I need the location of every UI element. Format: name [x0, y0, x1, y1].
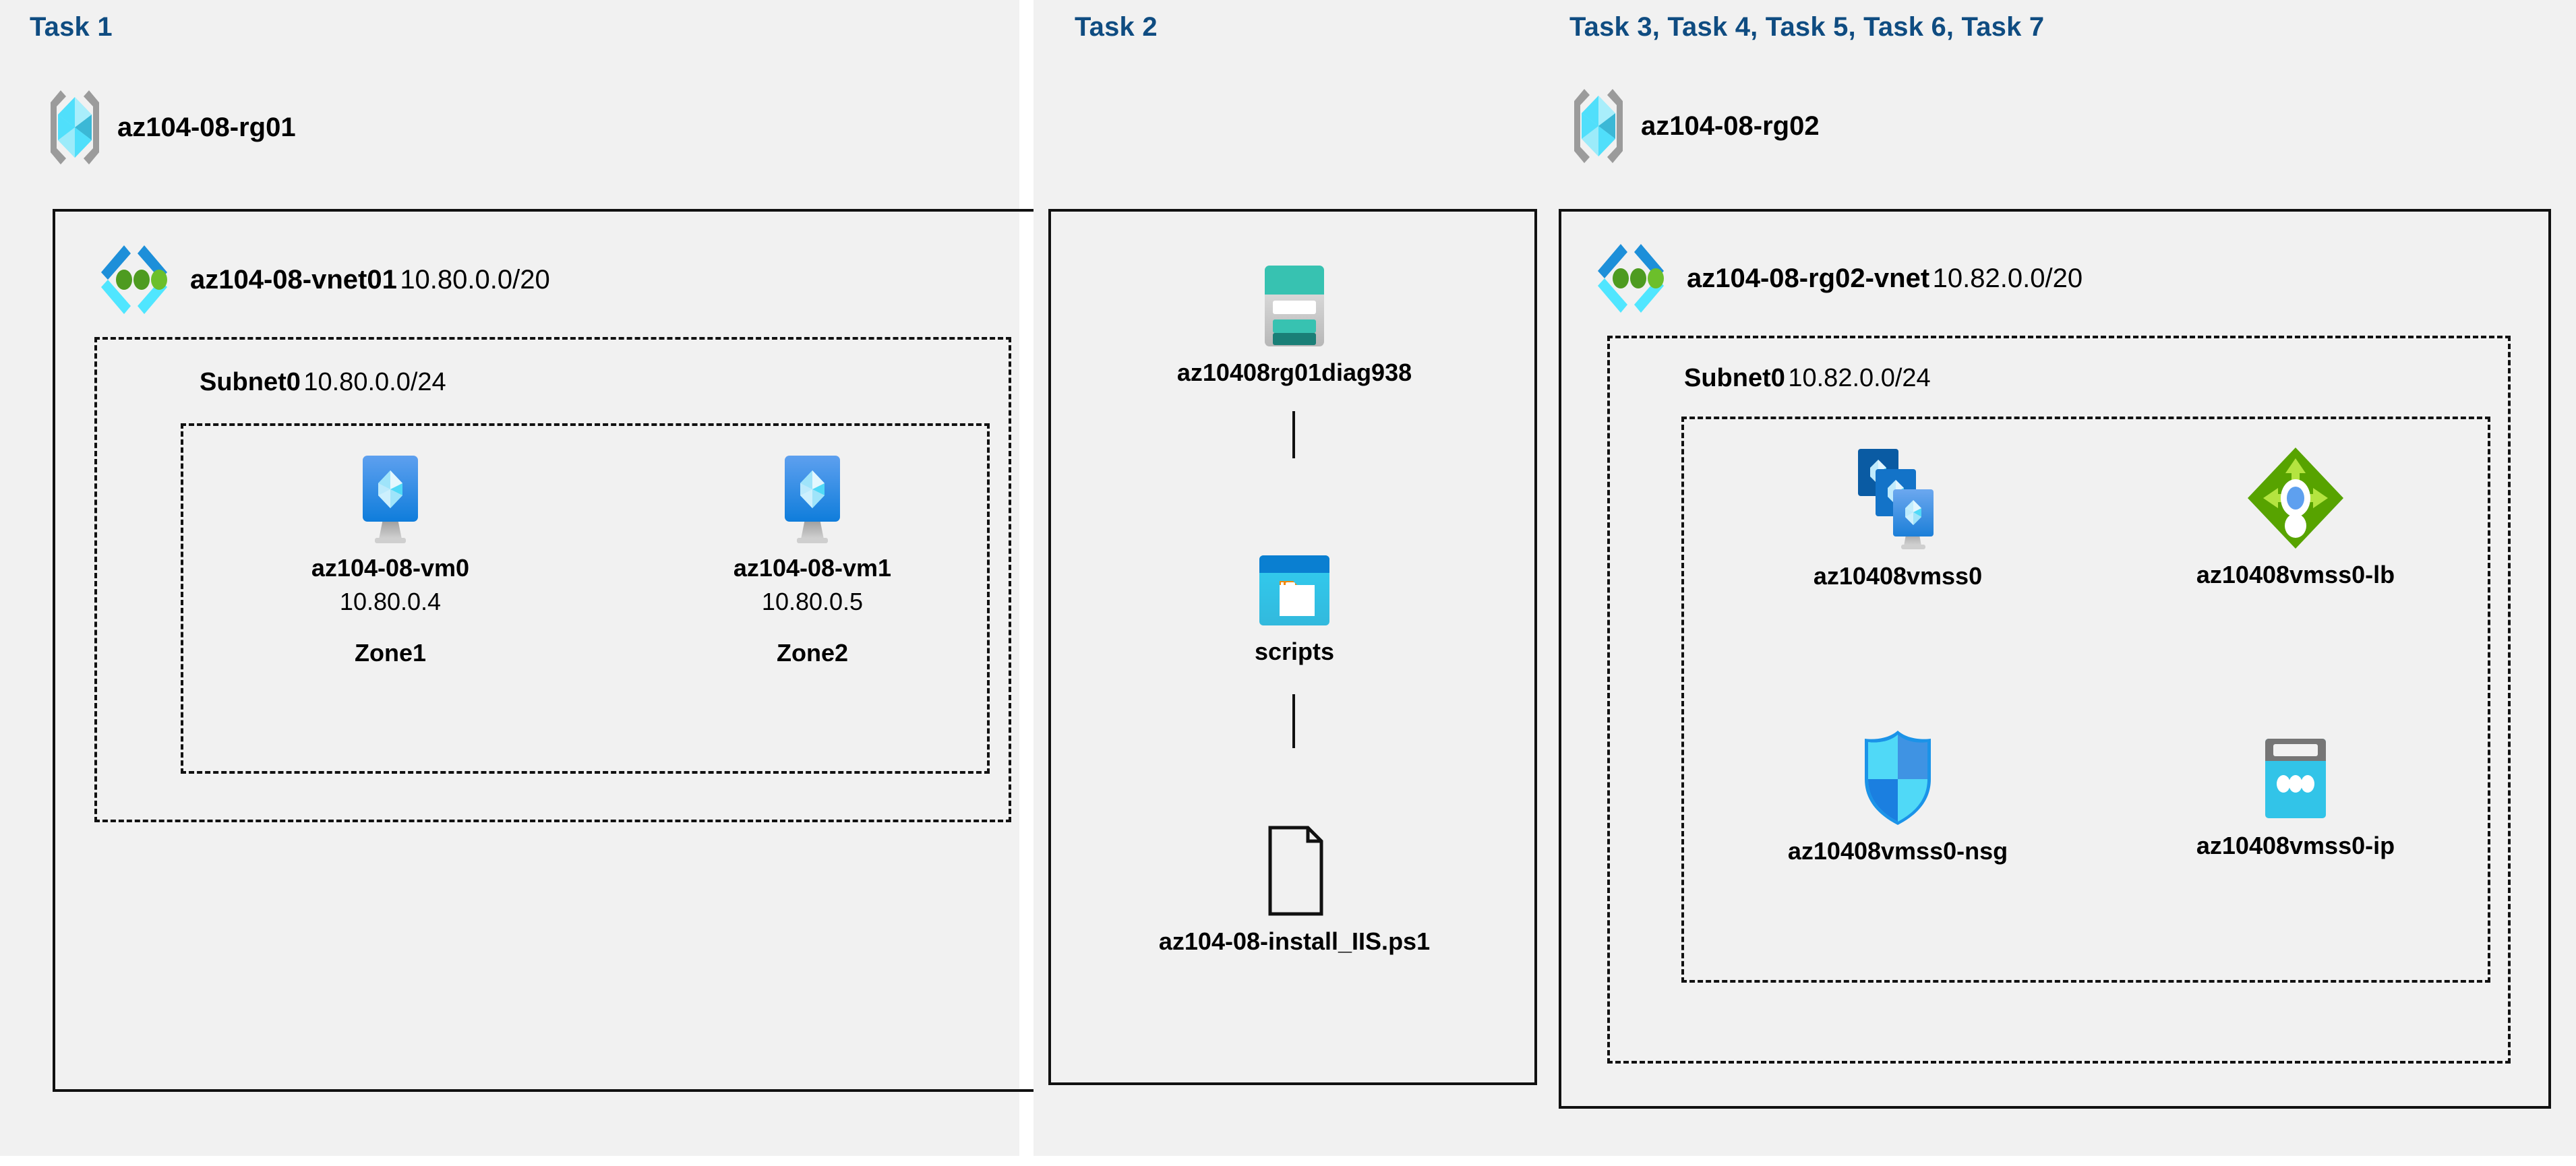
task3-vmss[interactable]: az10408vmss0: [1746, 445, 2049, 590]
task1-resource-group: az104-08-rg01: [47, 88, 296, 167]
task2-storage-account[interactable]: az10408rg01diag938: [1160, 263, 1429, 387]
task1-subnet-cidr: 10.80.0.0/24: [303, 368, 446, 396]
task1-vm-group-box: [181, 423, 990, 774]
task1-vm0-ip: 10.80.0.4: [339, 588, 442, 615]
task3-vnet-cidr: 10.82.0.0/20: [1932, 263, 2083, 293]
task3-subnet-box: [1607, 336, 2511, 1064]
task1-vm1-zone: Zone2: [776, 639, 848, 667]
task3-load-balancer[interactable]: az10408vmss0-lb: [2144, 445, 2447, 589]
task1-vnet-header: az104-08-vnet01 10.80.0.0/20: [94, 243, 550, 317]
vm-scale-set-icon: [1849, 445, 1947, 553]
task1-subnet-header: Subnet0 10.80.0.0/24: [200, 368, 446, 397]
task3-vnet-box: [1559, 209, 2551, 1109]
load-balancer-icon: [2245, 445, 2346, 551]
panel-task3: [1538, 0, 2576, 1156]
task3-rg-label: az104-08-rg02: [1641, 111, 1820, 141]
connector-storage-to-container: [1292, 411, 1295, 458]
task3-nsg-name: az10408vmss0-nsg: [1787, 837, 2008, 865]
task1-subnet-name: Subnet0: [200, 368, 301, 396]
task3-nsg[interactable]: az10408vmss0-nsg: [1746, 728, 2049, 865]
task1-vm0-zone: Zone1: [354, 639, 426, 667]
virtual-network-icon: [1591, 241, 1671, 315]
connector-container-to-file: [1292, 694, 1295, 748]
virtual-machine-icon: [775, 453, 849, 545]
task1-vm1-ip: 10.80.0.5: [761, 588, 864, 615]
task1-rg-label: az104-08-rg01: [117, 112, 296, 142]
task1-vm1-name: az104-08-vm1: [733, 554, 892, 582]
resource-group-icon: [47, 88, 102, 167]
task1-vnet-cidr: 10.80.0.0/20: [400, 264, 550, 295]
task3-subnet-name: Subnet0: [1684, 364, 1785, 392]
task1-vnet-name: az104-08-vnet01: [190, 264, 397, 295]
task3-public-ip[interactable]: az10408vmss0-ip: [2144, 735, 2447, 860]
task2-blob-container[interactable]: scripts: [1160, 553, 1429, 666]
task3-vnet-header: az104-08-rg02-vnet 10.82.0.0/20: [1591, 241, 2083, 315]
task2-region-box: [1048, 209, 1537, 1085]
task3-subnet-header: Subnet0 10.82.0.0/24: [1684, 364, 1931, 393]
task1-subnet-box: [94, 337, 1011, 822]
task2-title: Task 2: [1075, 12, 1158, 42]
task3-title: Task 3, Task 4, Task 5, Task 6, Task 7: [1569, 12, 2045, 42]
task3-subnet-cidr: 10.82.0.0/24: [1788, 364, 1931, 392]
resource-group-icon: [1571, 86, 1626, 166]
task3-ip-name: az10408vmss0-ip: [2196, 832, 2395, 859]
panel-task1: [0, 0, 1019, 1156]
task2-container-name: scripts: [1254, 638, 1335, 665]
task3-resource-group: az104-08-rg02: [1571, 86, 1820, 166]
blob-container-icon: [1257, 553, 1332, 628]
task2-file-name: az104-08-install_IIS.ps1: [1158, 927, 1431, 955]
task1-vm0[interactable]: az104-08-vm0 10.80.0.4 Zone1: [279, 453, 502, 667]
task3-vnet-name: az104-08-rg02-vnet: [1687, 263, 1930, 293]
public-ip-address-icon: [2258, 735, 2333, 822]
task2-storage-name: az10408rg01diag938: [1176, 359, 1412, 386]
task3-resource-group-box: [1681, 417, 2490, 983]
task3-lb-name: az10408vmss0-lb: [2196, 561, 2395, 588]
virtual-machine-icon: [353, 453, 427, 545]
network-security-group-icon: [1857, 728, 1939, 828]
file-icon: [1257, 824, 1332, 918]
task1-vm1[interactable]: az104-08-vm1 10.80.0.5 Zone2: [701, 453, 924, 667]
task1-title: Task 1: [30, 12, 113, 42]
task1-vm0-name: az104-08-vm0: [311, 554, 470, 582]
task2-script-file[interactable]: az104-08-install_IIS.ps1: [1092, 824, 1497, 956]
task3-vmss-name: az10408vmss0: [1813, 562, 1983, 590]
storage-account-icon: [1262, 263, 1327, 349]
virtual-network-icon: [94, 243, 174, 317]
